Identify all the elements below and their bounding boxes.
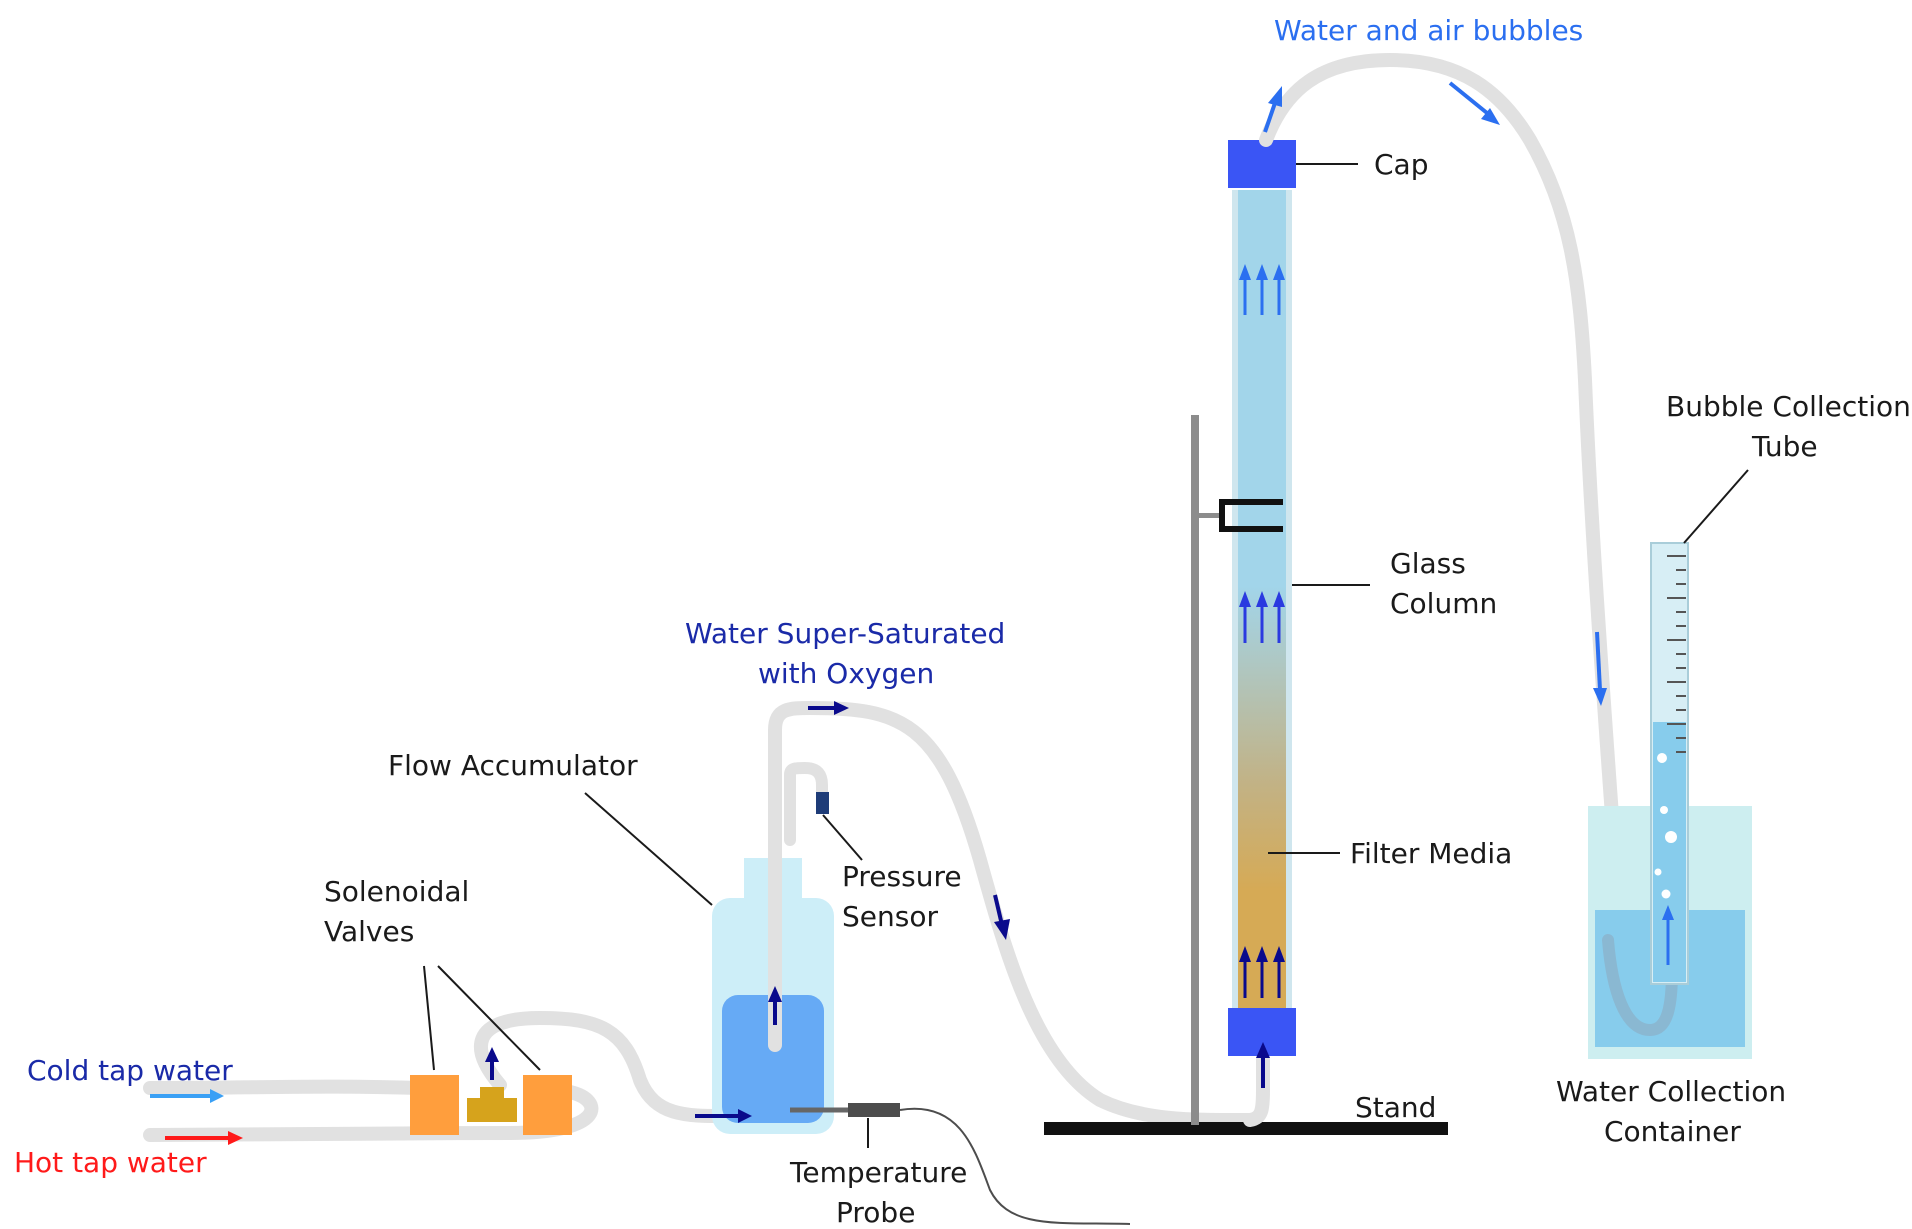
column-clamp bbox=[1219, 499, 1283, 532]
hot-water-arrow bbox=[165, 1131, 243, 1145]
pressure-sensor-leader bbox=[822, 814, 863, 861]
upflow-arrows-top bbox=[1239, 264, 1285, 315]
pressure-sensor-label-line2: Sensor bbox=[842, 900, 938, 933]
inlet-tubing bbox=[143, 1010, 737, 1142]
accumulator-up-arrow bbox=[768, 986, 782, 1002]
water-super-saturated-label-line2: with Oxygen bbox=[758, 657, 934, 690]
saturated-flow-arrow bbox=[834, 701, 849, 715]
pressure-sensor bbox=[816, 792, 829, 814]
valve-flow-arrow bbox=[485, 1047, 499, 1062]
outflow-arrow-up bbox=[1268, 86, 1282, 107]
stand-clamp-arm bbox=[1199, 513, 1224, 518]
stand-base bbox=[1044, 1122, 1448, 1135]
glass-column-label-line2: Column bbox=[1390, 587, 1497, 620]
outflow-arrow-down bbox=[1593, 688, 1607, 706]
pressure-sensor-label-line1: Pressure bbox=[842, 860, 962, 893]
bubble-collection-tube-label-line1: Bubble Collection bbox=[1666, 390, 1911, 423]
solenoidal-valves-label-line1: Solenoidal bbox=[324, 875, 469, 908]
flow-accumulator-leader bbox=[584, 792, 713, 906]
solenoid-valve-hot bbox=[523, 1075, 572, 1135]
submerged-tubing bbox=[1602, 934, 1678, 1037]
solenoid-valve-cold bbox=[410, 1075, 459, 1135]
cold-tap-water-label: Cold tap water bbox=[27, 1054, 233, 1087]
temperature-probe-label-line1: Temperature bbox=[789, 1156, 967, 1189]
valve-connector bbox=[467, 1098, 517, 1122]
water-collection-container-label-line2: Container bbox=[1604, 1115, 1741, 1148]
outflow-arrow-right bbox=[1481, 108, 1500, 125]
filter-media-label: Filter Media bbox=[1350, 837, 1512, 870]
tube-graduation-marks bbox=[1667, 555, 1686, 753]
bubble-collection-tube-leader bbox=[1683, 469, 1749, 544]
upflow-arrows-middle bbox=[1239, 591, 1285, 643]
accumulator-inlet-arrow bbox=[738, 1109, 752, 1123]
water-collection-container-label-line1: Water Collection bbox=[1556, 1075, 1786, 1108]
valves-leader-line-2 bbox=[437, 965, 541, 1071]
column-inlet-arrow bbox=[1256, 1042, 1270, 1058]
column-inlet-tubing bbox=[1243, 1053, 1270, 1127]
cap-label: Cap bbox=[1374, 148, 1428, 181]
tube-bubble-arrow bbox=[1662, 905, 1674, 920]
cold-water-arrow bbox=[150, 1089, 224, 1103]
valves-leader-line-1 bbox=[423, 965, 435, 1071]
air-bubbles bbox=[1654, 753, 1677, 899]
solenoidal-valves-label-line2: Valves bbox=[324, 915, 414, 948]
column-top-cap bbox=[1228, 140, 1296, 188]
bubble-collection-tube-label-line2: Tube bbox=[1751, 430, 1818, 463]
stand-rod bbox=[1191, 415, 1199, 1125]
stand-label: Stand bbox=[1355, 1091, 1436, 1124]
glass-column-label-line1: Glass bbox=[1390, 547, 1466, 580]
solenoidal-valves bbox=[410, 1047, 572, 1135]
hot-tap-water-label: Hot tap water bbox=[14, 1146, 207, 1179]
accumulator-water bbox=[722, 995, 824, 1123]
temperature-probe-label-line2: Probe bbox=[836, 1196, 915, 1229]
water-super-saturated-label-line1: Water Super-Saturated bbox=[685, 617, 1005, 650]
temperature-probe bbox=[790, 1103, 1131, 1225]
downflow-arrow bbox=[994, 919, 1010, 940]
flow-accumulator-label: Flow Accumulator bbox=[388, 749, 638, 782]
upflow-arrows-bottom bbox=[1239, 946, 1285, 998]
water-and-air-bubbles-label: Water and air bubbles bbox=[1274, 14, 1583, 47]
